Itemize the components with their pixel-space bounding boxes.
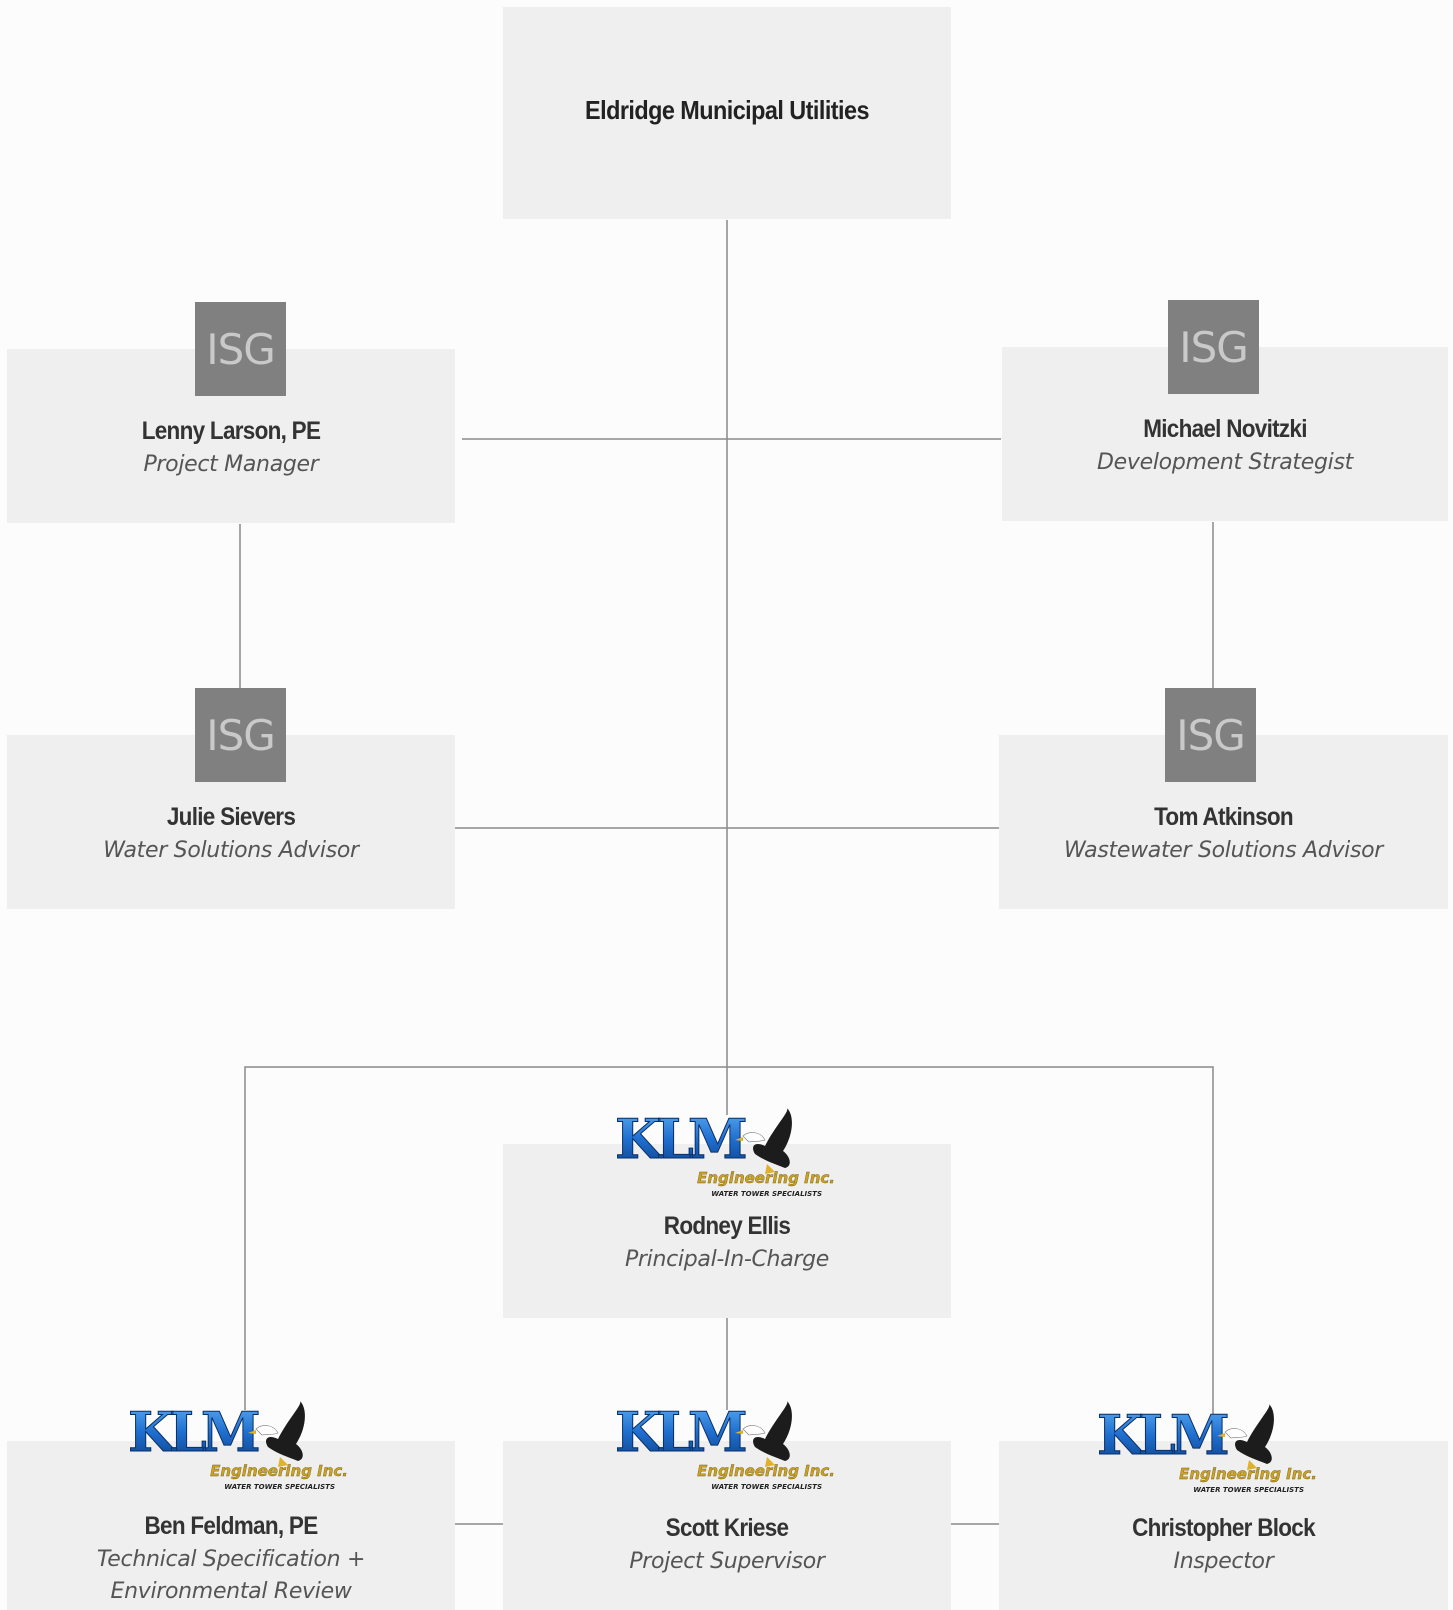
klm-logo-tagline: WATER TOWER SPECIALISTS [224, 1483, 335, 1491]
card-ben: Ben Feldman, PE Technical Specification … [7, 1441, 455, 1610]
person-name: Ben Feldman, PE [144, 1512, 319, 1540]
klm-logo-subtext: Engineering Inc. [1179, 1465, 1317, 1483]
person-role-line1: Technical Specification + [96, 1547, 366, 1572]
isg-logo-icon: ISG [1165, 688, 1256, 782]
klm-logo-text: KLM [615, 1107, 746, 1171]
person-role: Principal-In-Charge [624, 1247, 830, 1272]
klm-logo-text: KLM [1097, 1403, 1228, 1467]
person-name: Julie Sievers [166, 803, 296, 831]
card-scott: Scott Kriese Project Supervisor [503, 1441, 951, 1610]
klm-logo-text: KLM [128, 1400, 259, 1464]
person-name: Michael Novitzki [1143, 415, 1307, 443]
isg-logo-icon: ISG [1168, 300, 1259, 394]
klm-logo-tagline: WATER TOWER SPECIALISTS [1193, 1486, 1304, 1494]
person-role: Project Supervisor [629, 1549, 825, 1574]
isg-logo-icon: ISG [195, 302, 286, 396]
eagle-icon [735, 1108, 792, 1174]
person-role: Inspector [1173, 1549, 1274, 1574]
klm-logo-subtext: Engineering Inc. [697, 1462, 835, 1480]
klm-bracket [244, 1066, 1214, 1415]
eagle-icon [1217, 1404, 1274, 1470]
person-role: Wastewater Solutions Advisor [1063, 838, 1384, 863]
klm-logo-text: KLM [615, 1400, 746, 1464]
person-name: Christopher Block [1132, 1514, 1316, 1542]
eagle-icon [248, 1401, 305, 1467]
card-christopher: Christopher Block Inspector [999, 1441, 1448, 1610]
person-role-line2: Environmental Review [110, 1579, 352, 1604]
eagle-icon [735, 1401, 792, 1467]
top-box: Eldridge Municipal Utilities [503, 7, 951, 219]
organization-title: Eldridge Municipal Utilities [585, 95, 869, 125]
person-role: Development Strategist [1097, 450, 1353, 475]
klm-logo-tagline: WATER TOWER SPECIALISTS [711, 1483, 822, 1491]
klm-logo-subtext: Engineering Inc. [210, 1462, 348, 1480]
isg-logo-icon: ISG [195, 688, 286, 782]
card-rodney: Rodney Ellis Principal-In-Charge [503, 1144, 951, 1318]
klm-logo-tagline: WATER TOWER SPECIALISTS [711, 1190, 822, 1198]
person-name: Tom Atkinson [1154, 803, 1294, 831]
person-name: Scott Kriese [665, 1514, 789, 1542]
person-name: Lenny Larson, PE [141, 417, 321, 445]
person-name: Rodney Ellis [663, 1212, 791, 1240]
person-role: Water Solutions Advisor [103, 838, 359, 863]
card-michael: Michael Novitzki Development Strategist [1002, 347, 1448, 521]
person-role: Project Manager [143, 452, 319, 477]
klm-logo-subtext: Engineering Inc. [697, 1169, 835, 1187]
